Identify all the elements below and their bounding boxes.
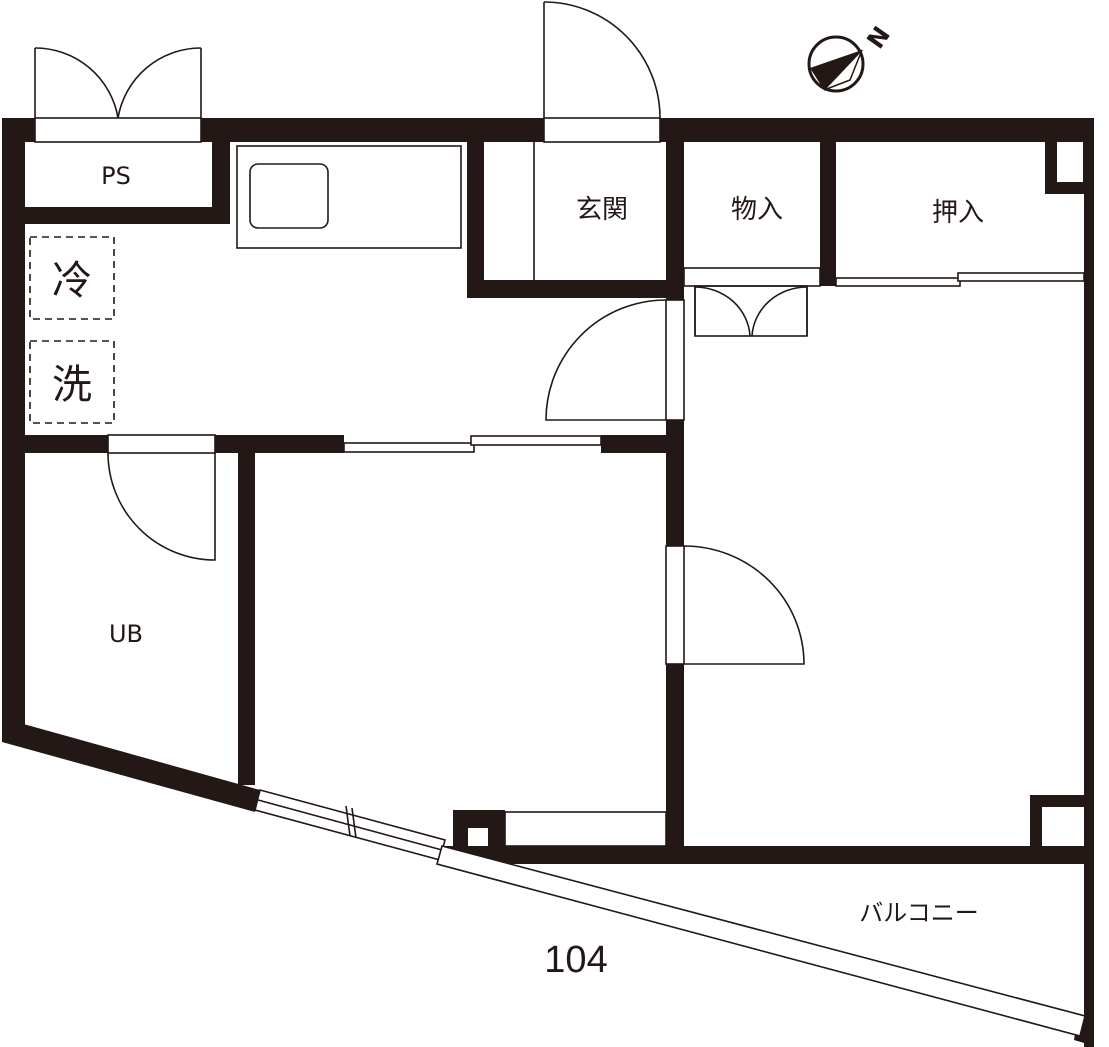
unit-number: 104 xyxy=(544,939,607,981)
room-label-storage: 物入 xyxy=(731,195,783,225)
wall-partition-lower xyxy=(666,664,684,864)
washer-label: 洗 xyxy=(52,362,92,408)
wall-kitchen-bottom-mid xyxy=(215,435,344,453)
wall-entrance-bottom xyxy=(467,280,680,298)
wall-storage-closet xyxy=(820,118,836,286)
kitchen-sliding-door xyxy=(343,435,602,453)
storage-double-door xyxy=(683,267,821,337)
ps-double-door xyxy=(34,47,202,119)
wall-bath-right xyxy=(238,435,255,785)
wall-slant-left xyxy=(2,718,260,812)
wall-bottom xyxy=(440,846,1094,864)
closet-sliding-door xyxy=(835,272,1085,287)
wall-kitchen-bottom-right xyxy=(601,435,684,453)
entrance-door-opening xyxy=(543,117,661,143)
windows xyxy=(254,789,1086,1037)
compass-label: N xyxy=(862,21,896,54)
ps-door-opening xyxy=(34,117,202,143)
room-label-closet: 押入 xyxy=(932,198,984,228)
fridge-label: 冷 xyxy=(52,258,92,304)
kitchen-counter xyxy=(236,145,462,249)
labels: PS 玄関 物入 押入 冷 洗 UB バルコニー 104 xyxy=(52,162,984,981)
pillar-bottom-right-hole xyxy=(1042,807,1084,846)
wall-ps-bottom xyxy=(2,207,230,224)
pillar-bottom-left-hole xyxy=(468,828,488,846)
partition-door xyxy=(665,545,805,665)
bath-door xyxy=(107,434,216,561)
pillar-top-right-hole xyxy=(1057,142,1083,182)
room-label-balcony: バルコニー xyxy=(859,899,979,927)
room-label-bath: UB xyxy=(109,620,143,648)
balcony-rail xyxy=(436,845,1086,1037)
compass: N xyxy=(807,21,896,93)
compass-needle-icon xyxy=(810,50,862,90)
compass-icon xyxy=(807,35,865,93)
room-label-entrance: 玄関 xyxy=(576,195,628,225)
wall-kitchen-bottom-left xyxy=(2,435,108,453)
wall-ps-side xyxy=(212,118,230,224)
wall-right xyxy=(1084,118,1094,1047)
bottom-shelf xyxy=(504,811,667,847)
wall-entrance-left xyxy=(467,118,484,298)
walls xyxy=(2,118,1094,1047)
kitchen-sink xyxy=(249,163,329,229)
kitchen-room-door xyxy=(545,299,685,421)
washer-space xyxy=(29,340,115,424)
room-label-ps: PS xyxy=(101,162,131,190)
fixtures xyxy=(29,142,667,847)
wall-left xyxy=(2,118,25,740)
doors xyxy=(34,1,1085,665)
entrance-door xyxy=(543,1,661,119)
wall-partition-upper xyxy=(666,118,684,300)
fridge-space xyxy=(29,236,115,320)
